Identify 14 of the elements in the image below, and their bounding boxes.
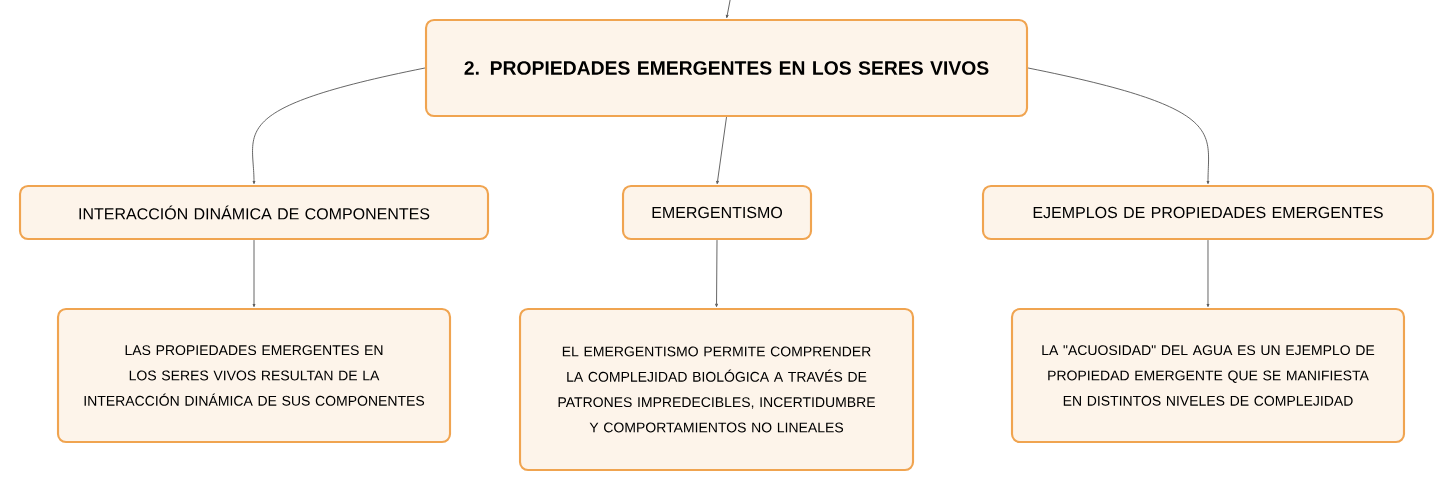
arrow (716, 116, 727, 185)
topic-box: INTERACCIÓN DINÁMICA DE COMPONENTES (18, 184, 490, 241)
description-box: LAS PROPIEDADES EMERGENTES EN LOS SERES VIVOS RESULTAN DE LA INTERACCIÓN DINÁMICA DE SUS COMPONENTES (56, 307, 452, 444)
arrow (252, 67, 426, 185)
description-box: LA "ACUOSIDAD" DEL AGUA ES UN EJEMPLO DE PROPIEDAD EMERGENTE QUE SE MANIFIESTA EN DISTINTOS NIVELES DE COMPLEJIDAD (1010, 307, 1406, 444)
arrow (725, 0, 731, 19)
topic-box: EMERGENTISMO (621, 184, 813, 241)
arrow (1027, 67, 1210, 185)
arrow (715, 239, 718, 308)
arrow (252, 239, 256, 308)
topic-box: EJEMPLOS DE PROPIEDADES EMERGENTES (981, 184, 1435, 241)
description-box: EL EMERGENTISMO PERMITE COMPRENDER LA COMPLEJIDAD BIOLÓGICA A TRAVÉS DE PATRONES IMPREDECIBLES, INCERTIDUMBRE Y COMPORTAMIENTOS NO LINEALES (518, 307, 915, 472)
title-box: 2. PROPIEDADES EMERGENTES EN LOS SERES VIVOS (424, 18, 1029, 118)
arrow (1206, 239, 1210, 308)
